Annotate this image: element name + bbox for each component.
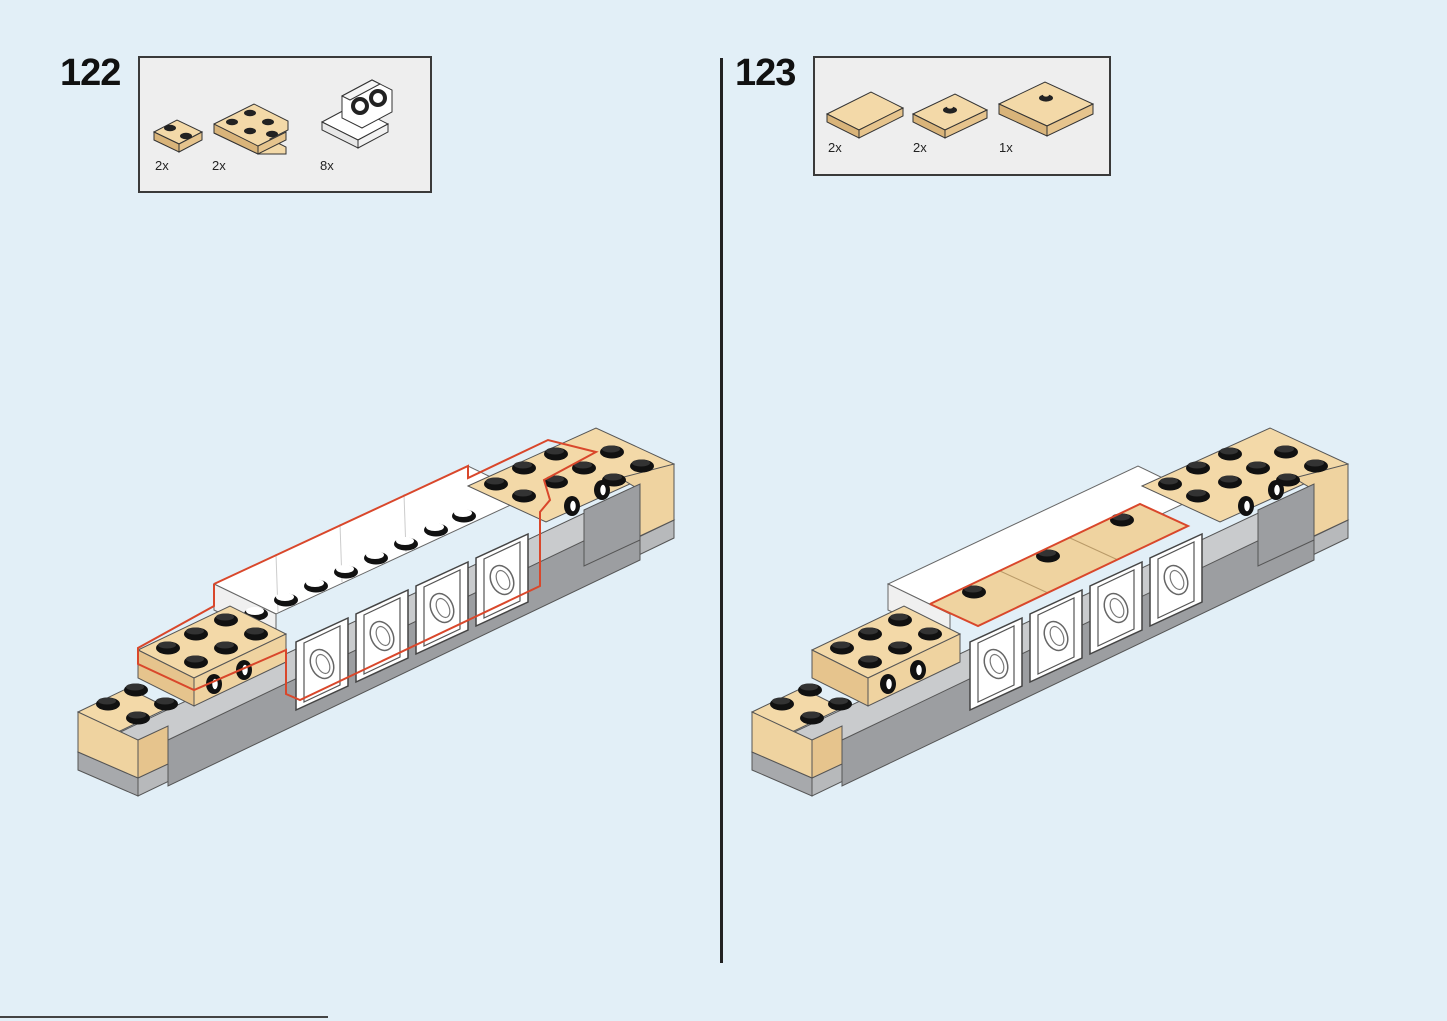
model-step-123 <box>752 428 1348 796</box>
model-step-122 <box>78 428 674 796</box>
